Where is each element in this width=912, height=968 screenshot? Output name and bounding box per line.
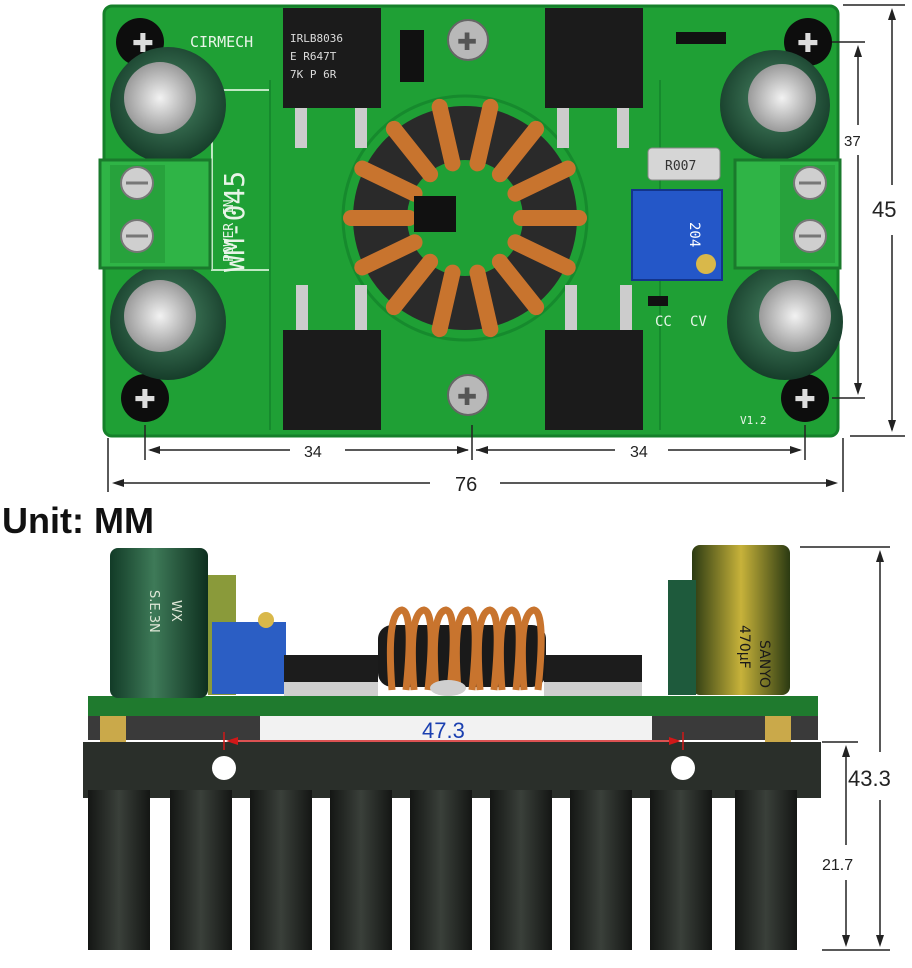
side-view: [83, 545, 821, 950]
side-capacitor-right: [692, 545, 790, 695]
mounting-hole-top-right: ✚: [784, 18, 832, 66]
mosfet-bottom-left: [283, 285, 381, 430]
winding-turn: [491, 120, 545, 183]
svg-text:✚: ✚: [794, 384, 816, 414]
shunt-resistor: [647, 147, 721, 181]
silk-cc: CC: [655, 314, 672, 330]
heatsink-fin: [490, 790, 552, 950]
mosfet-label-2: E R647T: [290, 50, 337, 63]
standoff-left: [100, 716, 126, 742]
silk-cv: CV: [690, 314, 707, 330]
winding-turn: [385, 120, 439, 183]
led: [648, 296, 668, 306]
cap-rating: 470μF: [736, 625, 752, 669]
silk-power-in: POWER IN: [222, 199, 237, 262]
winding-turn: [507, 234, 576, 276]
mosfet-top-left: [283, 8, 381, 148]
heatsink-fin: [735, 790, 797, 950]
winding-turn: [491, 253, 545, 316]
mounting-screw-bottom-center: ✚: [447, 374, 489, 416]
capacitor-top-left: [110, 47, 226, 163]
dim-side-total-height: 43.3: [848, 766, 891, 791]
trimpot-label: 204: [686, 222, 702, 247]
heatsink: [83, 742, 821, 950]
silk-version: V1.2: [740, 414, 767, 427]
heatsink-fin: [330, 790, 392, 950]
mosfet-bottom-right: [545, 285, 643, 430]
dim-right-spacing: 34: [630, 444, 648, 461]
terminal-block-input: [98, 158, 212, 270]
capacitor-bottom-left: [110, 264, 226, 380]
heatsink-fins: [88, 790, 797, 950]
mosfet-label-3: 7K P 6R: [290, 68, 337, 81]
control-ic: [414, 196, 456, 232]
side-winding-turn: [518, 606, 545, 691]
heatsink-fin: [250, 790, 312, 950]
diode: [400, 30, 424, 82]
toroid-inductor: [343, 98, 587, 338]
side-capacitor-left: [110, 548, 208, 698]
dim-total-width: 76: [455, 474, 477, 496]
mounting-screw-top-center: ✚: [447, 19, 489, 61]
silk-model: WM-045: [218, 171, 251, 272]
terminal-block-output: [733, 158, 842, 270]
svg-text:✚: ✚: [457, 29, 477, 56]
toroid-windings: [343, 98, 587, 338]
dim-left-spacing: 34: [304, 444, 322, 461]
winding-turn: [431, 98, 461, 172]
dim-height-total: 45: [872, 197, 896, 222]
winding-turn: [469, 98, 499, 172]
trimpot: [631, 189, 723, 281]
resistor-label: R007: [665, 159, 696, 174]
winding-turn: [431, 264, 461, 338]
winding-turn: [507, 160, 576, 202]
mosfet-label-1: IRLB8036: [290, 32, 343, 45]
svg-text:✚: ✚: [134, 384, 156, 414]
dimension-line-heatsink-holes: [223, 732, 684, 750]
winding-turn: [354, 234, 423, 276]
smd-component: [676, 32, 726, 44]
silk-brand: CIRMECH: [190, 33, 253, 51]
heatsink-fin: [88, 790, 150, 950]
dim-height-holes: 37: [844, 133, 861, 150]
side-toroid: [378, 606, 546, 691]
pcb-side: [88, 696, 818, 716]
heatsink-fin: [410, 790, 472, 950]
svg-text:✚: ✚: [797, 28, 819, 58]
winding-turn: [385, 253, 439, 316]
side-trimpot: [212, 622, 286, 694]
dimension-lines-top: [107, 4, 905, 492]
dimension-lines-side: [800, 546, 890, 951]
mosfet-top-right: [545, 8, 643, 148]
cap-wx: WX: [168, 600, 183, 622]
heatsink-fin: [170, 790, 232, 950]
svg-text:✚: ✚: [457, 384, 477, 411]
mounting-hole-bottom-left: ✚: [121, 374, 169, 422]
dim-heatsink-height: 21.7: [822, 857, 853, 874]
mounting-hole-bottom-right: ✚: [781, 374, 829, 422]
cap-brand: SANYO: [756, 640, 772, 688]
capacitor-bottom-right: [727, 264, 843, 380]
winding-turn: [354, 160, 423, 202]
standoff-right: [765, 716, 791, 742]
unit-label: Unit: MM: [2, 500, 154, 541]
capacitor-top-right: [720, 50, 830, 160]
heatsink-fin: [570, 790, 632, 950]
heatsink-fin: [650, 790, 712, 950]
winding-turn: [469, 264, 499, 338]
cap-series: S.E.3N: [146, 590, 161, 633]
dim-heatsink-holes: 47.3: [422, 718, 465, 743]
